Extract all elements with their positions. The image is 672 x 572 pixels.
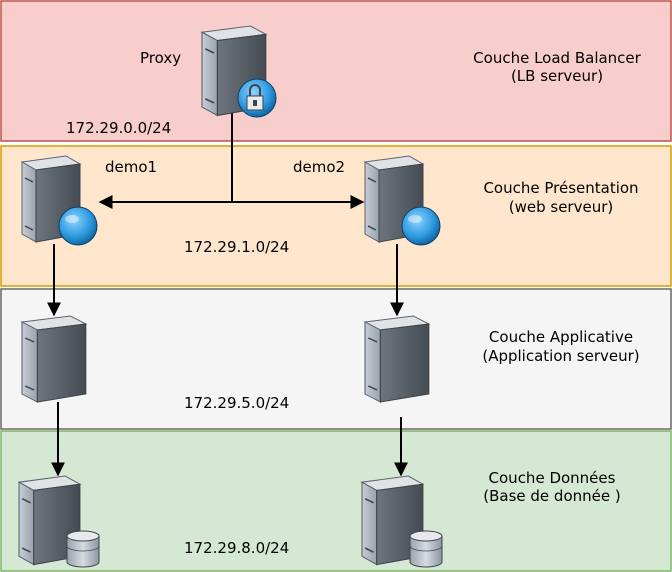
layer-presentation-title-line2: (web serveur) xyxy=(509,198,613,216)
app-server-icon xyxy=(21,315,87,403)
web-server-icon xyxy=(21,155,98,246)
layer-application-title-line2: (Application serveur) xyxy=(482,347,639,365)
app-server-icon xyxy=(364,315,430,403)
network-label-lb: 172.29.0.0/24 xyxy=(66,119,171,137)
proxy-label: Proxy xyxy=(140,49,181,67)
demo1-label: demo1 xyxy=(105,158,157,176)
layer-load-balancer xyxy=(0,0,672,142)
server-lock-icon xyxy=(201,25,277,118)
network-label-application: 172.29.5.0/24 xyxy=(184,394,289,412)
layer-data xyxy=(0,430,672,572)
layer-data-title-line1: Couche Données xyxy=(489,469,616,487)
layer-lb-title-line2: (LB serveur) xyxy=(511,67,603,85)
database-server-icon xyxy=(361,475,443,568)
layer-presentation-title-line1: Couche Présentation xyxy=(483,179,638,197)
layer-lb-title-line1: Couche Load Balancer xyxy=(473,49,641,67)
layer-application xyxy=(0,288,672,430)
web-server-icon xyxy=(364,155,441,246)
database-server-icon xyxy=(18,475,100,568)
connectors xyxy=(47,112,408,477)
layer-application-title-line1: Couche Applicative xyxy=(489,328,633,346)
layer-presentation xyxy=(0,145,672,287)
network-label-presentation: 172.29.1.0/24 xyxy=(184,238,289,256)
demo2-label: demo2 xyxy=(293,158,345,176)
layer-data-title-line2: (Base de donnée ) xyxy=(483,487,620,505)
network-label-data: 172.29.8.0/24 xyxy=(184,539,289,557)
